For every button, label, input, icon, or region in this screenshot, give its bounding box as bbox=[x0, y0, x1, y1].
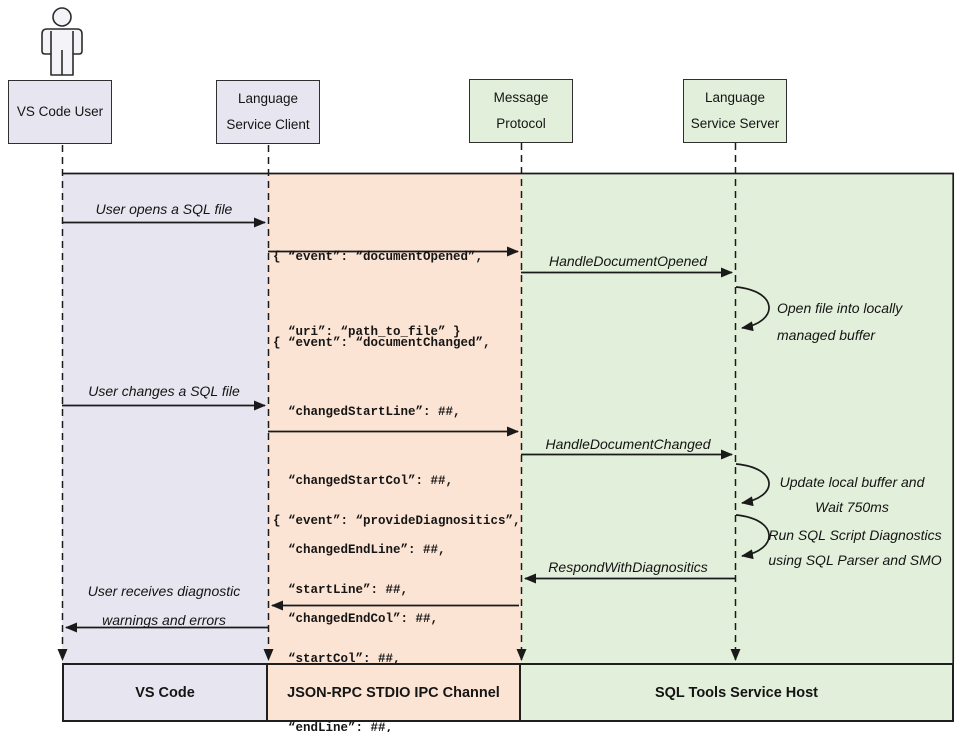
footer-box-ipc-channel: JSON-RPC STDIO IPC Channel bbox=[268, 665, 521, 720]
footer-box-vscode: VS Code bbox=[64, 665, 268, 720]
actor-label: Language bbox=[704, 90, 766, 105]
actor-label: Service Client bbox=[226, 117, 310, 132]
label-handle-changed: HandleDocumentChanged bbox=[545, 436, 711, 452]
lane-ipc-channel bbox=[268, 173, 521, 663]
lane-vscode-user bbox=[62, 173, 268, 663]
label-user-changes: User changes a SQL file bbox=[88, 383, 240, 399]
actor-label: Service Server bbox=[690, 116, 780, 131]
footer-boxes: VS Code JSON-RPC STDIO IPC Channel SQL T… bbox=[62, 663, 954, 722]
actor-label: VS Code User bbox=[16, 104, 104, 119]
actor-box-vscode-user: VS Code User bbox=[8, 80, 112, 144]
label-run-diagnostics: Run SQL Script Diagnostics using SQL Par… bbox=[768, 527, 942, 568]
actor-label: Message bbox=[493, 90, 549, 105]
actor-box-message-protocol: Message Protocol bbox=[469, 79, 573, 143]
label-user-opens: User opens a SQL file bbox=[95, 201, 233, 217]
actor-label: Protocol bbox=[496, 116, 546, 131]
json-provide-diagnostics: { “event”: “provideDiagnositics”, “start… bbox=[273, 514, 521, 732]
label-handle-opened: HandleDocumentOpened bbox=[549, 253, 707, 269]
actor-label: Language bbox=[237, 91, 299, 106]
actor-box-service-client: Language Service Client bbox=[216, 80, 320, 144]
label-update-buffer: Update local buffer and Wait 750ms bbox=[779, 474, 925, 515]
json-document-opened: { “event”: “documentOpened”, “uri”: “pat… bbox=[273, 250, 484, 339]
footer-box-service-host: SQL Tools Service Host bbox=[521, 665, 952, 720]
label-open-file: Open file into locally managed buffer bbox=[777, 300, 903, 343]
label-respond-diagnostics: RespondWithDiagnositics bbox=[548, 559, 708, 575]
actor-box-service-server: Language Service Server bbox=[683, 79, 787, 143]
lane-service-host bbox=[521, 173, 954, 663]
label-user-receives: User receives diagnostic warnings and er… bbox=[87, 583, 241, 628]
